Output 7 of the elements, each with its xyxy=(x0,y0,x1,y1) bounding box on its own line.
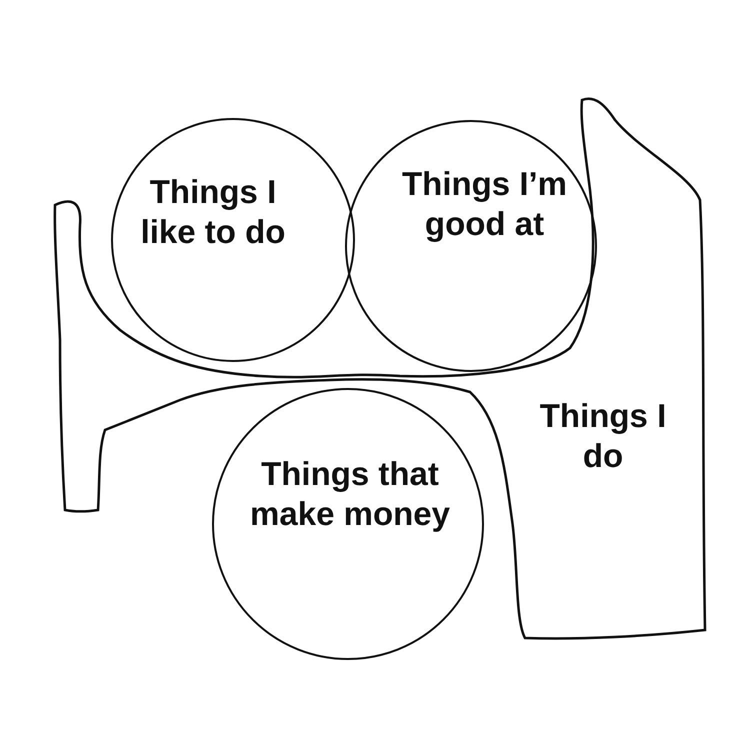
region-label: Things that make money xyxy=(249,454,451,534)
region-label: Things I like to do xyxy=(140,172,286,252)
venn-circle xyxy=(212,388,484,660)
region-label: Things I’m good at xyxy=(401,164,568,244)
venn-circle xyxy=(111,118,355,362)
region-label: Things I do xyxy=(538,396,668,476)
venn-circle xyxy=(345,120,597,372)
